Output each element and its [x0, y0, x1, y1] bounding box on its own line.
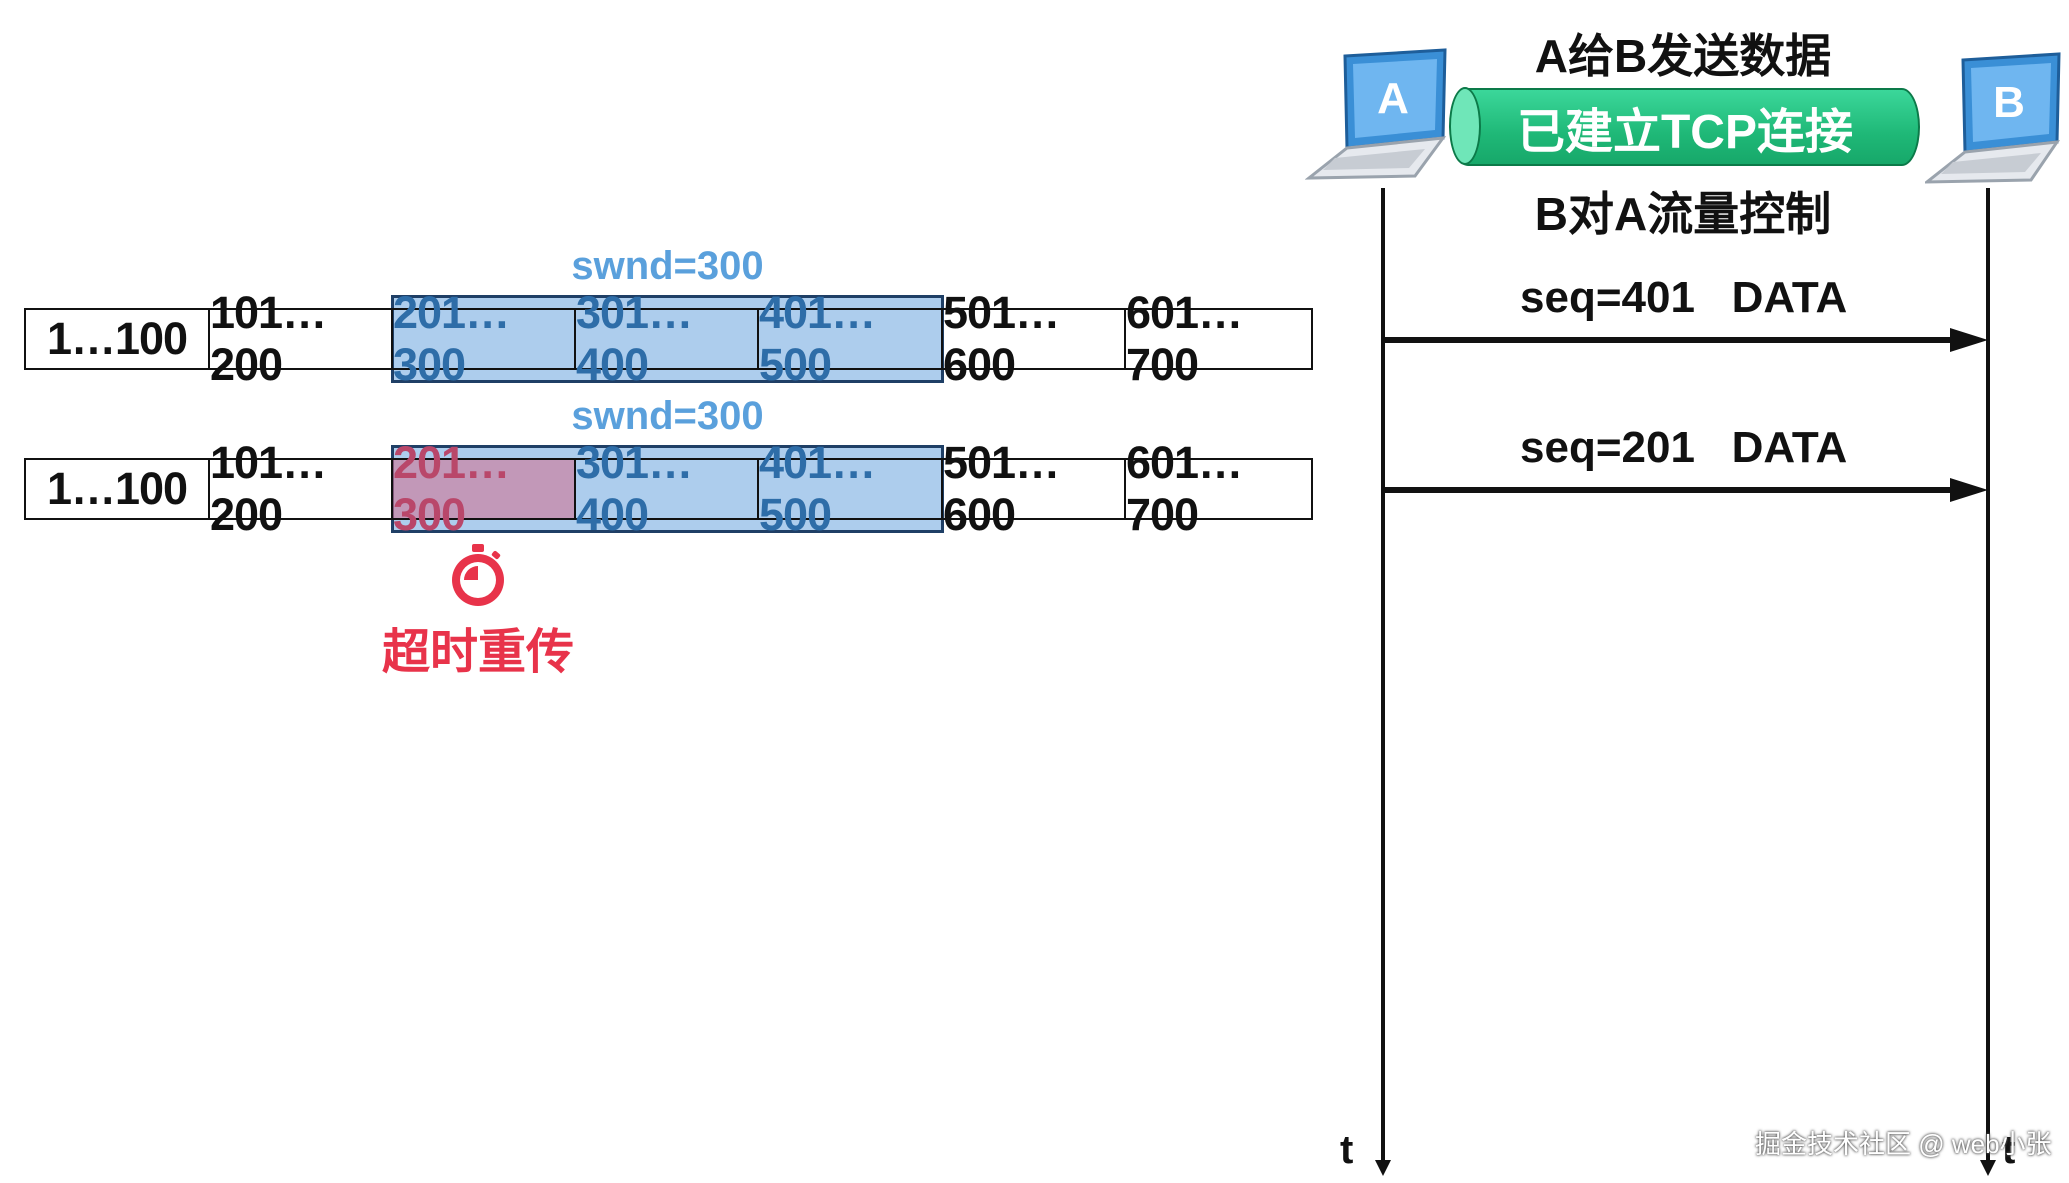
host-b-label: B — [1993, 78, 2025, 127]
message-arrow-1-head — [1950, 328, 1988, 352]
buffer-cell: 1…100 — [26, 310, 210, 368]
message-label-1: seq=401 DATA — [1520, 273, 1848, 322]
timeline-a-arrowhead — [1375, 1160, 1391, 1176]
buffer-cell: 1…100 — [26, 460, 210, 518]
time-axis-label-a: t — [1340, 1128, 1354, 1172]
flow-control-label: B对A流量控制 — [1534, 188, 1832, 240]
timeline-b-arrowhead — [1980, 1160, 1996, 1176]
tcp-connection-label: 已建立TCP连接 — [1516, 106, 1853, 159]
laptop-b-icon: B — [1925, 52, 2061, 184]
message-label-2: seq=201 DATA — [1520, 423, 1848, 472]
laptop-a-icon: A — [1305, 48, 1447, 180]
diagram-title: A给B发送数据 — [1534, 30, 1832, 82]
swnd-label-1: swnd=300 — [571, 244, 764, 288]
host-a-label: A — [1377, 74, 1409, 123]
message-arrow-2-head — [1950, 478, 1988, 502]
watermark: 掘金技术社区 @ web小张 — [1755, 1129, 2052, 1159]
tcp-connection-tunnel: 已建立TCP连接 — [1449, 87, 1920, 166]
swnd-label-2: swnd=300 — [571, 394, 764, 438]
tunnel-cap — [1449, 87, 1481, 165]
time-axis-label-b: t — [2002, 1128, 2016, 1172]
timeout-retransmit-label: 超时重传 — [382, 626, 575, 679]
stopwatch-icon — [452, 544, 504, 606]
